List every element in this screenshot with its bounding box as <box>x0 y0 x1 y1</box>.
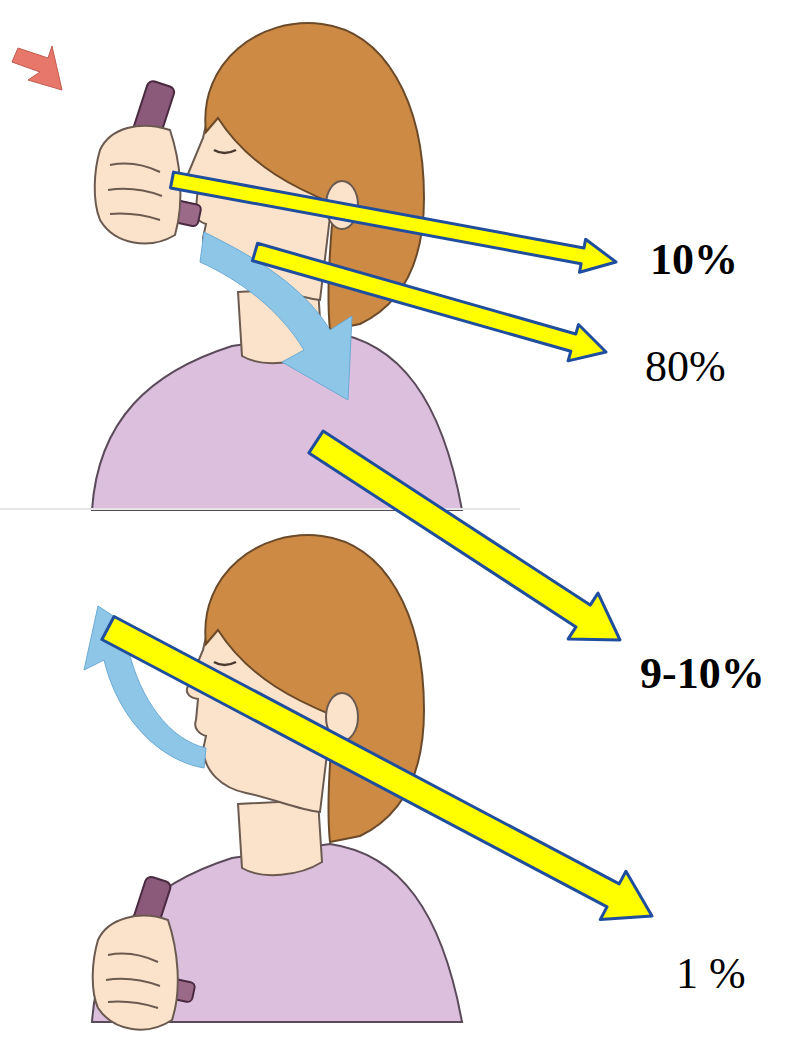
inhaler-hand <box>93 875 196 1029</box>
percentage-label: 80% <box>645 345 726 389</box>
exhale-arrow <box>84 606 206 768</box>
leader-arrow <box>102 617 652 920</box>
press-arrow <box>12 46 62 90</box>
leader-arrow <box>253 243 607 361</box>
leader-arrows <box>102 172 652 919</box>
percentage-label: 10% <box>650 238 738 282</box>
leader-arrow <box>171 172 617 272</box>
leader-arrow <box>309 431 620 640</box>
percentage-label: 1 % <box>676 952 746 996</box>
inhaler-hand <box>95 80 202 244</box>
percentage-label: 9-10% <box>640 652 765 696</box>
